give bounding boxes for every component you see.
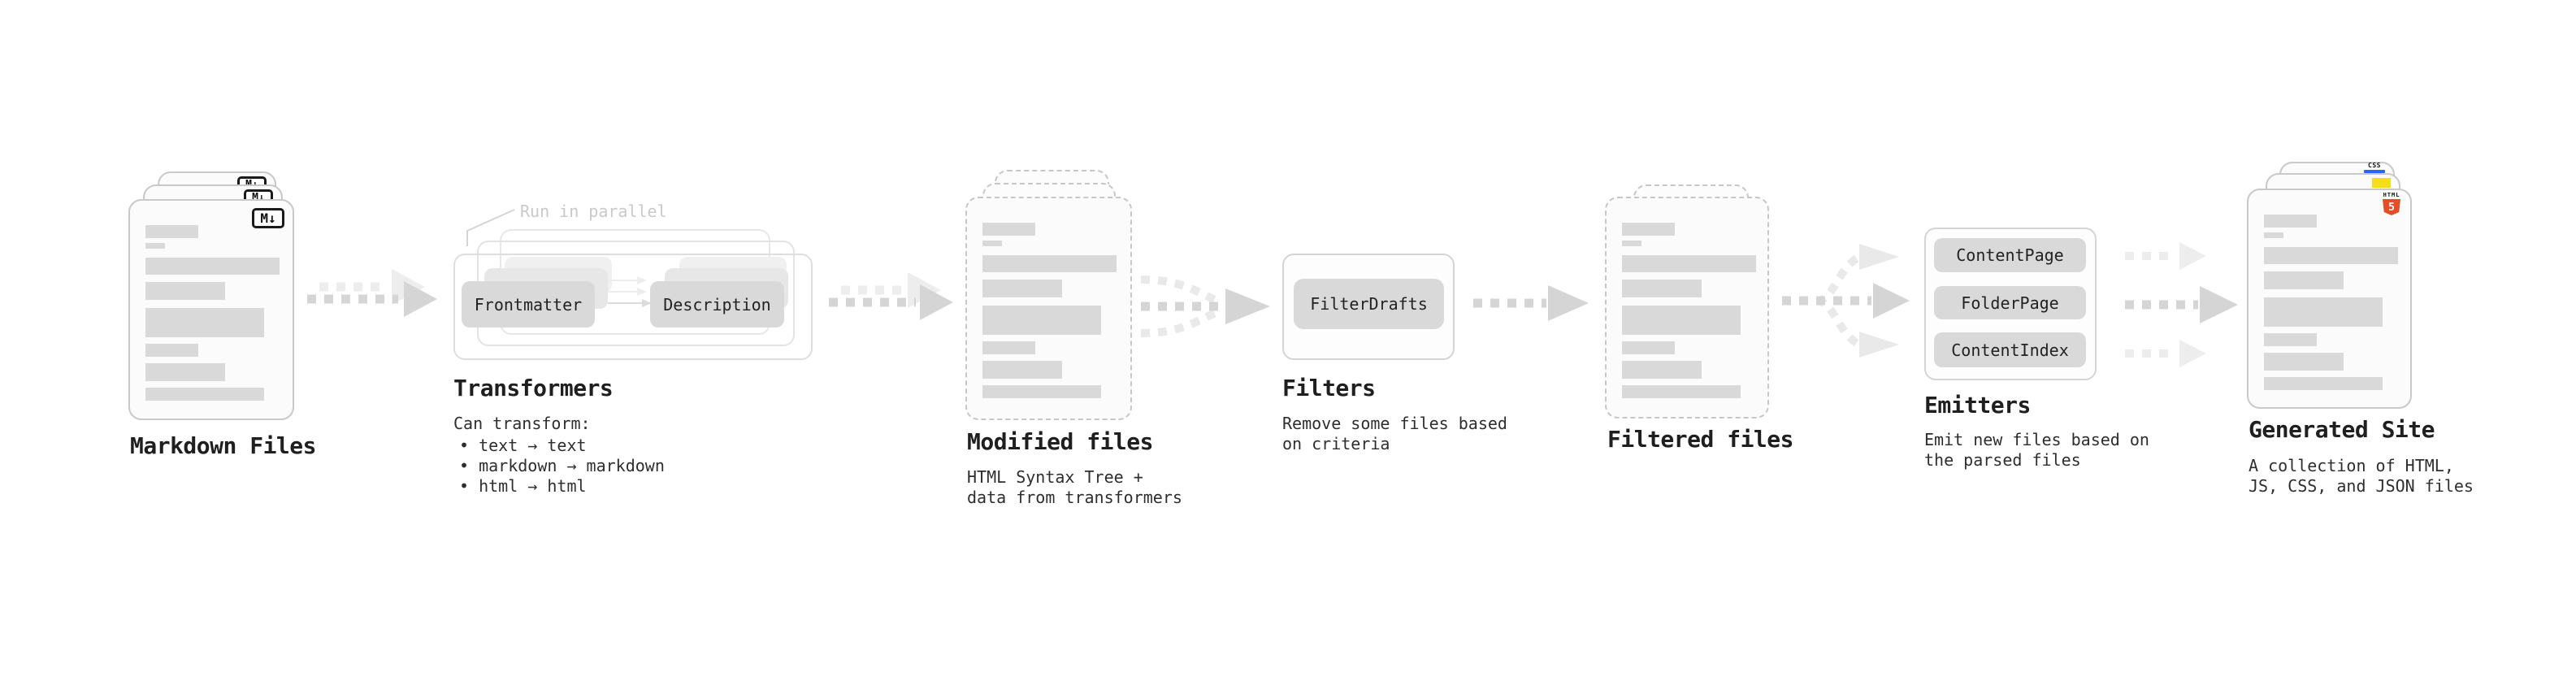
placeholder-text-bar	[145, 243, 165, 249]
placeholder-text-bar	[145, 282, 225, 300]
placeholder-text-bar	[982, 385, 1101, 398]
flow-arrow-transformers-to-modified	[829, 272, 953, 320]
run-in-parallel-note: Run in parallel	[520, 202, 667, 221]
placeholder-text-bar	[145, 344, 198, 357]
filters-description: Remove some files based	[1282, 414, 1507, 433]
placeholder-text-bar	[2264, 215, 2317, 228]
html5-file-icon: HTML 5	[2379, 192, 2404, 215]
placeholder-text-bar	[982, 241, 1002, 246]
generated-site-description: A collection of HTML,	[2249, 456, 2454, 475]
placeholder-text-bar	[2264, 297, 2383, 327]
modified-files-description: data from transformers	[967, 488, 1182, 507]
description-node: Description	[650, 281, 784, 327]
generated-site-label: Generated Site	[2249, 416, 2435, 443]
placeholder-text-bar	[1622, 361, 1702, 379]
css-file-icon: CSS	[2363, 163, 2386, 173]
placeholder-text-bar	[1622, 241, 1641, 246]
placeholder-text-bar	[1622, 280, 1702, 297]
parallel-arrows-icon	[608, 276, 652, 307]
generated-file-card-front	[2247, 189, 2412, 409]
placeholder-text-bar	[1622, 255, 1756, 272]
placeholder-text-bar	[2264, 353, 2344, 371]
modified-files-label: Modified files	[967, 428, 1154, 455]
placeholder-text-bar	[1622, 306, 1741, 335]
annotation-leader-line	[466, 209, 515, 246]
filters-description: on criteria	[1282, 434, 1390, 453]
contentindex-node: ContentIndex	[1934, 332, 2086, 367]
placeholder-text-bar	[145, 225, 198, 238]
filters-label: Filters	[1282, 375, 1376, 401]
transformers-label: Transformers	[453, 375, 614, 401]
placeholder-text-bar	[2264, 271, 2344, 289]
placeholder-text-bar	[145, 388, 264, 401]
placeholder-text-bar	[2264, 333, 2317, 346]
placeholder-text-bar	[145, 308, 264, 337]
placeholder-text-bar	[982, 306, 1101, 335]
emitters-description: the parsed files	[1924, 450, 2081, 470]
flow-arrow-modified-to-filters	[1140, 275, 1270, 337]
js-file-icon	[2372, 178, 2391, 188]
placeholder-text-bar	[2264, 377, 2383, 390]
filtered-files-label: Filtered files	[1607, 426, 1794, 453]
modified-files-description: HTML Syntax Tree +	[967, 467, 1143, 487]
folderpage-node: FolderPage	[1934, 286, 2086, 319]
markdown-file-card-front: M↓	[128, 199, 294, 420]
placeholder-text-bar	[1622, 341, 1675, 354]
placeholder-text-bar	[2264, 247, 2398, 264]
placeholder-text-bar	[2264, 232, 2283, 238]
placeholder-text-bar	[145, 258, 280, 275]
generated-site-description: JS, CSS, and JSON files	[2249, 476, 2474, 496]
filtered-file-card-front	[1605, 197, 1769, 419]
filterdrafts-node: FilterDrafts	[1294, 279, 1444, 329]
placeholder-text-bar	[1622, 385, 1741, 398]
transformers-box-front	[453, 254, 813, 360]
placeholder-text-bar	[145, 363, 225, 381]
placeholder-text-bar	[982, 255, 1117, 272]
placeholder-text-bar	[982, 223, 1035, 236]
placeholder-text-bar	[982, 341, 1035, 354]
placeholder-text-bar	[1622, 223, 1675, 236]
placeholder-text-bar	[982, 361, 1062, 379]
markdown-files-label: Markdown Files	[130, 432, 317, 459]
flow-arrow-emitters-to-generated	[2125, 242, 2238, 367]
flow-arrow-filters-to-filtered	[1473, 285, 1589, 321]
emitters-label: Emitters	[1924, 392, 2031, 419]
placeholder-text-bar	[982, 280, 1062, 297]
transformers-bullet: • markdown → markdown	[459, 456, 665, 475]
modified-file-card-front	[965, 197, 1132, 420]
frontmatter-node: Frontmatter	[462, 281, 595, 327]
transformers-bullet: • html → html	[459, 476, 587, 496]
transformers-bullet: • text → text	[459, 436, 587, 455]
emitters-description: Emit new files based on	[1924, 430, 2149, 449]
transformers-description: Can transform:	[453, 414, 591, 433]
flow-arrow-filtered-to-emitters	[1782, 244, 1910, 358]
flow-arrow-markdown-to-transformers	[307, 269, 437, 317]
markdown-icon: M↓	[252, 208, 284, 228]
contentpage-node: ContentPage	[1934, 238, 2086, 272]
